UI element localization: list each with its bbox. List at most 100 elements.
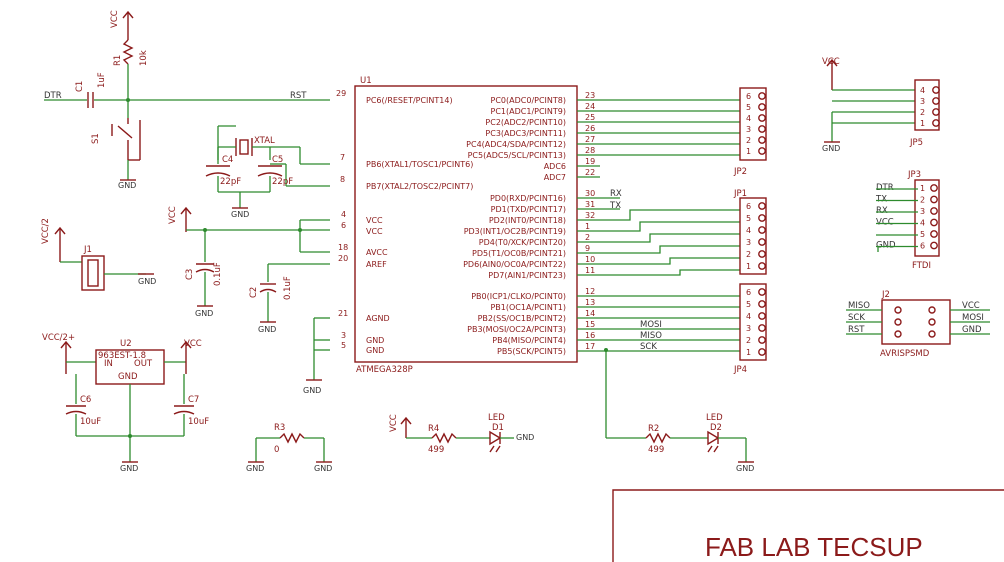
mcu-right-pin-name: PC2(ADC2/PCINT10) bbox=[485, 118, 566, 127]
jp3-ref: JP3 bbox=[907, 170, 921, 180]
c5-value: 22pF bbox=[272, 177, 293, 187]
mcu-right-pin-name: PB4(MISO/PCINT4) bbox=[492, 336, 566, 345]
jp3-pin-num: 4 bbox=[920, 219, 925, 228]
mcu-right-pin-name: PD5(T1/OC0B/PCINT21) bbox=[472, 249, 566, 258]
title-block: FAB LAB TECSUP bbox=[612, 489, 1004, 562]
mcu-left-pin-name: AREF bbox=[366, 260, 387, 269]
mcu-u1: U1 ATMEGA328P PC6(/RESET/PCINT14)PB6(XTA… bbox=[354, 76, 578, 375]
gnd-label-r3a: GND bbox=[246, 464, 264, 473]
c4-value: 22pF bbox=[220, 177, 241, 187]
c1-value: 1uF bbox=[97, 72, 107, 88]
jp1-pin-num: 3 bbox=[746, 238, 751, 247]
mcu-right-pin-name: PB0(ICP1/CLKO/PCINT0) bbox=[471, 292, 566, 301]
mcu-right-pin-name: PD6(AIN0/OC0A/PCINT22) bbox=[463, 260, 566, 269]
pin-18-num: 18 bbox=[338, 243, 348, 252]
j2-left-label: SCK bbox=[848, 313, 865, 323]
crystal-circuit: XTAL C4 22pF C5 22pF GND 7 8 bbox=[205, 125, 345, 219]
r1-ref: R1 bbox=[113, 55, 123, 66]
jp4-pin bbox=[758, 336, 766, 344]
mcu-right-nets: RX TX MOSI MISO SCK 23242526272819223031… bbox=[577, 91, 740, 352]
xtal-ref: XTAL bbox=[254, 136, 275, 146]
gnd-label-xtal: GND bbox=[231, 210, 249, 219]
jp1-pin bbox=[758, 250, 766, 258]
j2-pin bbox=[928, 306, 936, 314]
j1-ref: J1 bbox=[83, 245, 92, 255]
jp1-pin-num: 6 bbox=[746, 202, 751, 211]
jp4-ref: JP4 bbox=[733, 365, 747, 375]
mcu-right-pin-num: 27 bbox=[585, 135, 595, 144]
u1-ref: U1 bbox=[360, 76, 372, 86]
gnd-label-d1: GND bbox=[516, 433, 534, 442]
c7-ref: C7 bbox=[188, 395, 199, 405]
jp3-pin-num: 3 bbox=[920, 207, 925, 216]
pin-8-num: 8 bbox=[340, 175, 345, 184]
mcu-right-pin-num: 19 bbox=[585, 157, 595, 166]
jp4-pin-num: 4 bbox=[746, 312, 751, 321]
jp2-pin-num: 5 bbox=[746, 103, 751, 112]
sck-net-label: SCK bbox=[640, 342, 657, 352]
d1-ref: D1 bbox=[492, 423, 504, 433]
u2-value: 963EST-1.8 bbox=[98, 351, 146, 361]
mcu-right-pin-num: 16 bbox=[585, 331, 595, 340]
c3-value: 0.1uF bbox=[213, 262, 223, 286]
rst-net-label: RST bbox=[290, 91, 307, 101]
mcu-left-pin-name: AGND bbox=[366, 314, 390, 323]
d2-value: LED bbox=[706, 413, 723, 423]
r3-jumper: R3 0 GND GND bbox=[246, 423, 332, 473]
c6-ref: C6 bbox=[80, 395, 91, 405]
jp3-pin bbox=[930, 207, 938, 215]
j2-ref: J2 bbox=[881, 290, 890, 300]
jp4-pin bbox=[758, 300, 766, 308]
u2-in: IN bbox=[104, 359, 113, 369]
mcu-left-pin-name: GND bbox=[366, 346, 384, 355]
mcu-right-pin-name: PC5(ADC5/SCL/PCINT13) bbox=[468, 151, 566, 160]
mosi-net-label: MOSI bbox=[640, 320, 662, 330]
mcu-right-pin-num: 17 bbox=[585, 342, 595, 351]
led-d2: R2 499 LED D2 GND bbox=[604, 348, 754, 473]
gnd-label-u2: GND bbox=[120, 464, 138, 473]
vcc2-label: VCC/2 bbox=[41, 218, 51, 244]
jp2-pin-num: 3 bbox=[746, 125, 751, 134]
mcu-right-pin-name: PD2(INT0/PCINT18) bbox=[489, 216, 566, 225]
jp2-pin-num: 1 bbox=[746, 147, 751, 156]
j2-pin bbox=[894, 306, 902, 314]
jp3-net-label: TX bbox=[875, 195, 887, 205]
mcu-right-pin-num: 11 bbox=[585, 266, 595, 275]
r3-value: 0 bbox=[274, 445, 279, 455]
jp5-pin bbox=[932, 86, 940, 94]
vcc-label-u2: VCC bbox=[184, 339, 202, 349]
c4-ref: C4 bbox=[222, 155, 233, 165]
r4-ref: R4 bbox=[428, 424, 439, 434]
mcu-right-pin-num: 15 bbox=[585, 320, 595, 329]
gnd-label-c2: GND bbox=[258, 325, 276, 334]
jp5-pin-num: 4 bbox=[920, 86, 925, 95]
jp1-pin bbox=[758, 202, 766, 210]
j2-pin bbox=[894, 318, 902, 326]
jp1-pin-num: 5 bbox=[746, 214, 751, 223]
mcu-right-pin-name: PD1(TXD/PCINT17) bbox=[491, 205, 566, 214]
d1-value: LED bbox=[488, 413, 505, 423]
vcc-label-mcu: VCC bbox=[168, 206, 178, 224]
mcu-right-pin-name: PB3(MOSI/OC2A/PCINT3) bbox=[467, 325, 566, 334]
r1-value: 10k bbox=[139, 50, 149, 66]
jp2-pin bbox=[758, 114, 766, 122]
jp4-pin-num: 3 bbox=[746, 324, 751, 333]
c6-value: 10uF bbox=[80, 417, 101, 427]
vcc-label-jp5: VCC bbox=[822, 57, 840, 67]
mcu-right-pin-num: 28 bbox=[585, 146, 595, 155]
dtr-net-label: DTR bbox=[44, 91, 62, 101]
gnd-label-j1: GND bbox=[138, 277, 156, 286]
mcu-right-pin-num: 2 bbox=[585, 233, 590, 242]
mcu-right-pin-name: PB2(SS/OC1B/PCINT2) bbox=[478, 314, 566, 323]
jp2-pin bbox=[758, 136, 766, 144]
mcu-right-pin-name: PB5(SCK/PCINT5) bbox=[497, 347, 566, 356]
u1-value: ATMEGA328P bbox=[356, 365, 413, 375]
jp1-pin bbox=[758, 214, 766, 222]
pin-7-num: 7 bbox=[340, 153, 345, 162]
j2-value: AVRISPSMD bbox=[880, 349, 930, 359]
jp4-pin-num: 1 bbox=[746, 348, 751, 357]
jp2-pin-num: 6 bbox=[746, 92, 751, 101]
